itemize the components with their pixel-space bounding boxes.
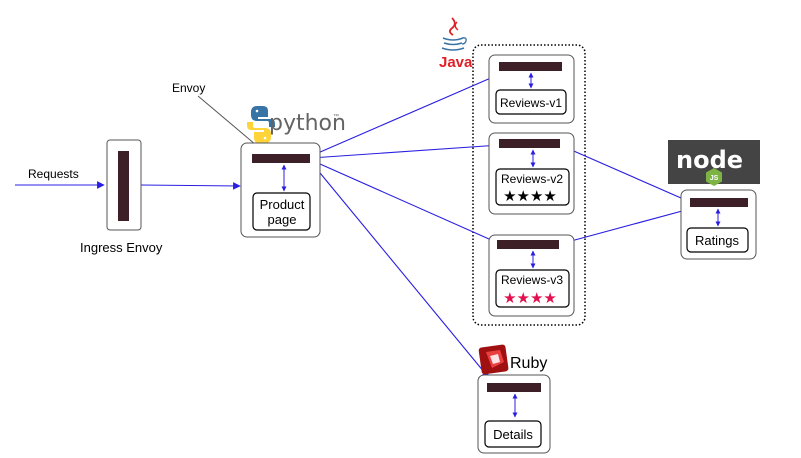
reviews-v3-label: Reviews-v3 [501,273,563,287]
edges [15,73,698,379]
details-label: Details [493,427,533,442]
edge-productpage-reviews-v2 [310,141,501,159]
ingress-envoy-node[interactable]: Ingress Envoy [80,139,163,255]
reviews-v1-label: Reviews-v1 [500,96,562,110]
ruby-label: Ruby [510,355,547,372]
reviews-v2-service[interactable]: Reviews-v2 ★★★★ [488,132,575,215]
edge-productpage-reviews-v3 [310,159,499,244]
nodejs-logo: node JS [668,140,760,186]
ruby-logo: Ruby [478,344,547,375]
java-label: Java [439,54,473,71]
reviews-v3-stars: ★★★★ [503,289,557,307]
python-icon [247,106,275,143]
ruby-icon [478,344,509,375]
ingress-proxy-bar [118,151,129,221]
ratings-proxy-bar [690,198,748,207]
details-proxy-bar [487,383,541,392]
reviews-v2-label: Reviews-v2 [501,172,563,186]
reviews-v3-service[interactable]: Reviews-v3 ★★★★ [488,234,575,317]
reviews-v2-proxy-bar [499,139,560,148]
reviews-v3-proxy-bar [497,240,559,249]
edge-reviews-v3-ratings [559,205,698,245]
ratings-label: Ratings [695,233,740,248]
edge-ingress-productpage [140,182,241,190]
details-service[interactable]: Details [477,374,551,454]
reviews-v1-proxy-bar [499,62,562,71]
edge-productpage-reviews-v1 [310,73,501,157]
productpage-label-line2: page [268,212,297,227]
envoy-callout-label: Envoy [172,81,205,95]
productpage-proxy-bar [252,154,310,163]
nodejs-hex-icon [706,168,722,186]
nodejs-js-label: JS [710,175,719,182]
ingress-envoy-label: Ingress Envoy [80,240,163,255]
java-logo: Java [439,17,473,71]
productpage-label-line1: Product [260,197,305,212]
edge-productpage-details [310,161,490,379]
python-label: python [269,111,346,136]
envoy-callout-line [197,95,263,151]
edge-reviews-v2-ratings [559,144,698,206]
python-logo: python ™ [247,106,346,143]
reviews-v1-service[interactable]: Reviews-v1 [488,54,575,124]
requests-label: Requests [28,167,79,181]
nodejs-label: node [676,146,743,174]
reviews-v2-stars: ★★★★ [503,187,557,205]
productpage-service[interactable]: Product page [240,142,321,238]
python-tm: ™ [333,113,339,120]
java-icon [441,17,467,51]
ratings-service[interactable]: Ratings [680,189,757,260]
